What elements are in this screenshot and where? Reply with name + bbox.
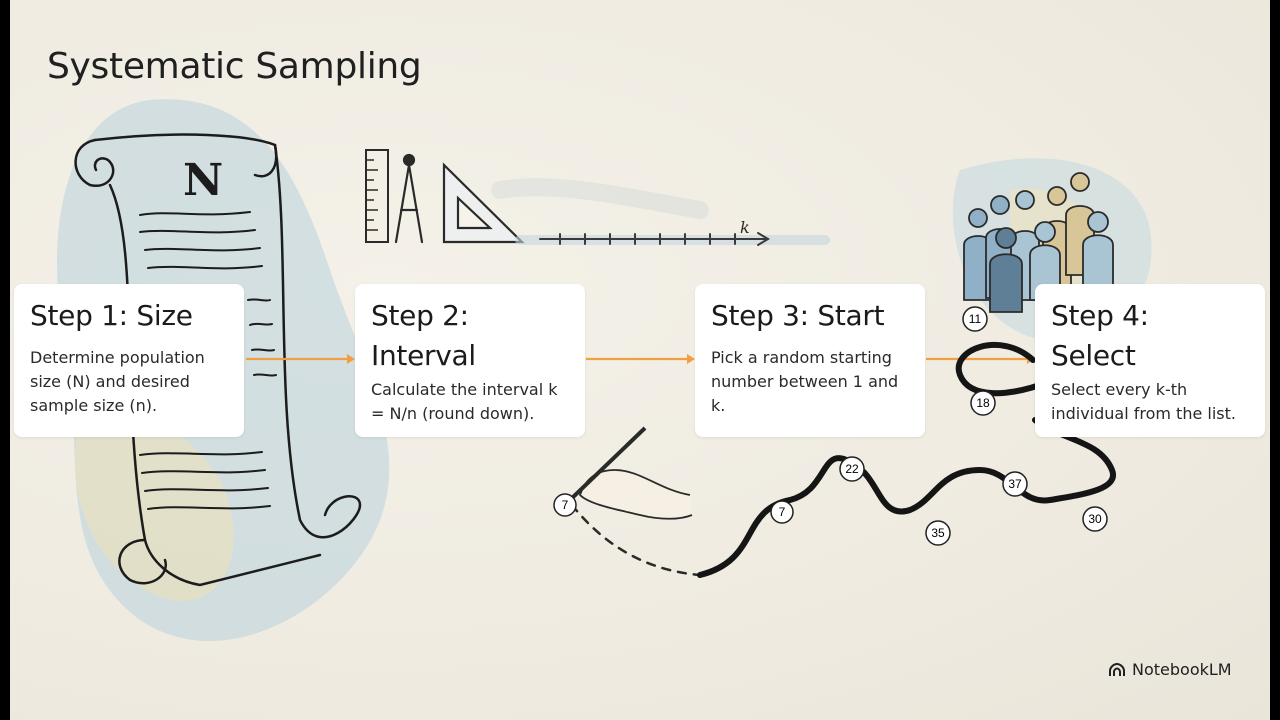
step-heading: Step 3: Start <box>711 299 885 332</box>
step-description: Calculate the interval k = N/n (round do… <box>371 380 558 423</box>
scroll-letter: N <box>183 155 223 206</box>
step-heading: Step 4: Select <box>1051 299 1149 372</box>
scroll-icon <box>74 133 362 587</box>
step-card-interval: Step 2: Interval Calculate the interval … <box>355 284 585 437</box>
node-37: 37 <box>1002 471 1028 497</box>
brand-watermark: NotebookLM <box>1108 660 1232 679</box>
step-card-select: Step 4: Select Select every k-th individ… <box>1035 284 1265 437</box>
path-nodes: 7 7 22 35 37 30 18 11 <box>553 306 1108 546</box>
illustration-layer: N k <box>56 99 1152 641</box>
number-line-k-label: k <box>740 218 750 237</box>
ruler-icon <box>365 149 389 243</box>
svg-text:7: 7 <box>562 498 569 512</box>
brand-name: NotebookLM <box>1132 660 1232 679</box>
step-heading: Step 1: Size <box>30 299 193 332</box>
step-heading: Step 2: Interval <box>371 299 476 372</box>
step-description: Determine population size (N) and desire… <box>30 348 205 415</box>
set-square-icon <box>442 162 525 244</box>
node-35: 35 <box>925 520 951 546</box>
svg-text:18: 18 <box>976 396 990 410</box>
node-11: 11 <box>962 306 988 332</box>
svg-text:30: 30 <box>1088 512 1102 526</box>
svg-text:7: 7 <box>779 505 786 519</box>
node-7: 7 <box>770 500 794 524</box>
slide: N k <box>10 0 1270 720</box>
notebooklm-logo-icon <box>1109 662 1125 676</box>
compass-icon <box>394 153 424 244</box>
step-card-start: Step 3: Start Pick a random starting num… <box>695 284 925 437</box>
number-line <box>515 232 830 246</box>
step-card-size: Step 1: Size Determine population size (… <box>14 284 244 437</box>
svg-text:22: 22 <box>845 462 859 476</box>
svg-text:37: 37 <box>1008 477 1022 491</box>
hand-pencil-icon <box>568 426 693 520</box>
node-18: 18 <box>970 390 996 416</box>
svg-text:35: 35 <box>931 526 945 540</box>
node-7-start: 7 <box>553 493 577 517</box>
scroll-text-lines <box>139 211 277 510</box>
step-description: Pick a random starting number between 1 … <box>711 348 899 415</box>
svg-text:11: 11 <box>969 312 982 326</box>
sampling-path <box>570 342 1116 578</box>
node-22: 22 <box>839 456 865 482</box>
slide-title: Systematic Sampling <box>47 46 422 87</box>
node-30: 30 <box>1082 506 1108 532</box>
step-description: Select every k-th individual from the li… <box>1051 380 1236 423</box>
